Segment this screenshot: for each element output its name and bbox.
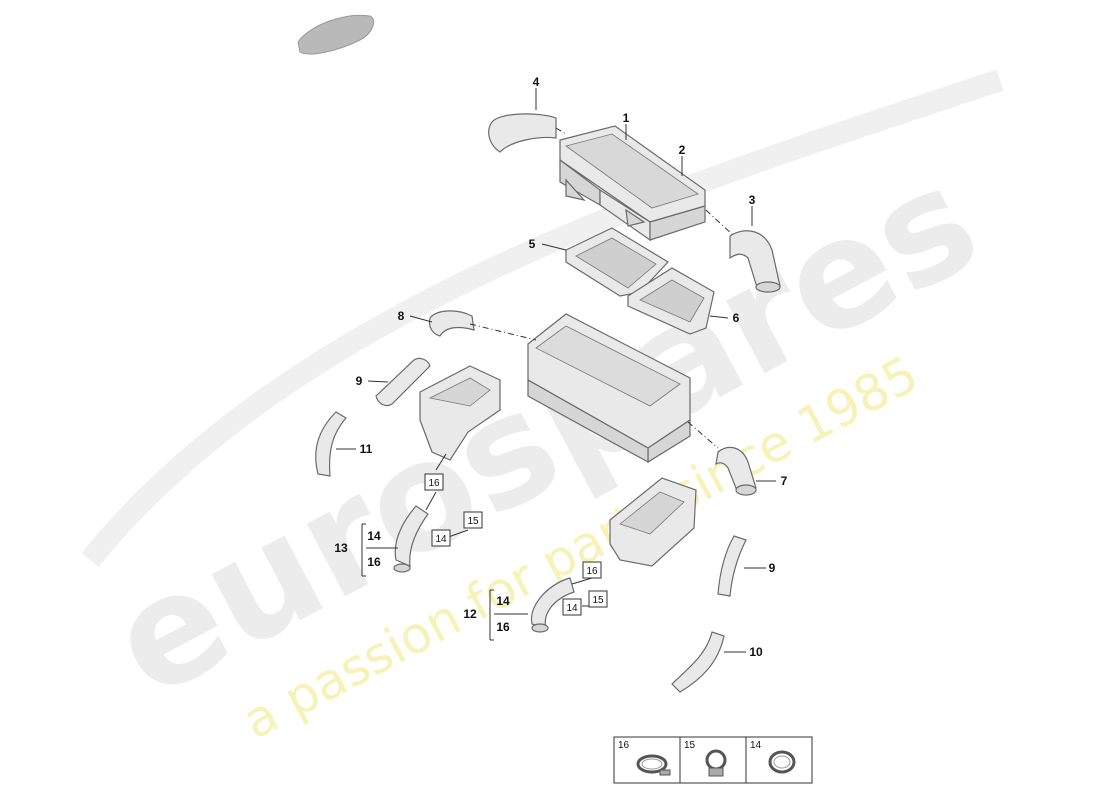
callout-9-lower[interactable]: 9: [769, 561, 776, 575]
legend-num-16: 16: [618, 740, 630, 751]
legend-cell-15[interactable]: 15: [684, 740, 727, 777]
svg-text:14: 14: [435, 534, 447, 545]
vehicle-silhouette-icon: [297, 14, 375, 55]
callout-12[interactable]: 12: [463, 607, 477, 621]
boxed-ref-14-lower[interactable]: 14: [562, 598, 582, 616]
svg-text:14: 14: [566, 603, 578, 614]
callout-4[interactable]: 4: [533, 75, 540, 89]
callout-3[interactable]: 3: [749, 193, 756, 207]
part-9-hose-lower[interactable]: [717, 535, 747, 597]
group-13-item-14[interactable]: 14: [367, 529, 381, 543]
left-cooler-unit: [419, 365, 501, 461]
part-12-hose[interactable]: [530, 577, 575, 633]
legend-num-14: 14: [750, 740, 762, 751]
callout-6[interactable]: 6: [733, 311, 740, 325]
part-7-duct[interactable]: [715, 446, 757, 496]
callout-2[interactable]: 2: [679, 143, 686, 157]
legend-num-15: 15: [684, 740, 696, 751]
legend-table: 16 15 14: [613, 736, 813, 784]
part-11-hose[interactable]: [315, 411, 347, 477]
svg-text:16: 16: [586, 566, 598, 577]
part-1-air-filter-housing[interactable]: [559, 125, 706, 242]
callout-1[interactable]: 1: [623, 111, 630, 125]
part-10-hose[interactable]: [671, 631, 725, 693]
part-3-duct[interactable]: [729, 230, 781, 293]
boxed-ref-14-upper[interactable]: 14: [431, 529, 451, 547]
spring-clamp-icon: [705, 749, 727, 777]
callouts: 1 2 3 4 5 6 7 8 9 9 10 11 12 13 14 16 14…: [334, 75, 787, 659]
group-13-item-16[interactable]: 16: [367, 555, 381, 569]
boxed-ref-15-lower[interactable]: 15: [588, 590, 608, 608]
intercooler-assembly: [527, 313, 691, 464]
part-13-hose[interactable]: [393, 505, 429, 573]
callout-13[interactable]: 13: [334, 541, 348, 555]
callout-5[interactable]: 5: [529, 237, 536, 251]
boxed-references: 16 15 14 16 15 14: [424, 473, 608, 616]
part-8-elbow[interactable]: [428, 310, 475, 337]
boxed-ref-16-lower[interactable]: 16: [582, 561, 602, 579]
svg-text:16: 16: [428, 478, 440, 489]
group-12-item-14[interactable]: 14: [496, 594, 510, 608]
part-6-filter-housing-right[interactable]: [627, 267, 715, 335]
right-cooler-unit: [609, 477, 697, 567]
seal-ring-icon: [768, 750, 796, 774]
callout-10[interactable]: 10: [749, 645, 763, 659]
boxed-ref-15-upper[interactable]: 15: [463, 511, 483, 529]
svg-text:15: 15: [592, 595, 604, 606]
watermark: eurospares a passion for parts since 198…: [81, 69, 1004, 751]
boxed-ref-16-upper[interactable]: 16: [424, 473, 444, 491]
svg-text:15: 15: [467, 516, 479, 527]
hose-clamp-icon: [636, 754, 671, 776]
legend-cell-14[interactable]: 14: [750, 740, 796, 774]
part-4-intake-duct[interactable]: [488, 113, 557, 153]
callout-11[interactable]: 11: [360, 442, 373, 456]
callout-9-upper[interactable]: 9: [356, 374, 363, 388]
legend-cell-16[interactable]: 16: [618, 740, 671, 776]
callout-8[interactable]: 8: [398, 309, 405, 323]
part-9-hose-upper[interactable]: [375, 357, 431, 407]
callout-7[interactable]: 7: [781, 474, 788, 488]
group-12-item-16[interactable]: 16: [496, 620, 510, 634]
